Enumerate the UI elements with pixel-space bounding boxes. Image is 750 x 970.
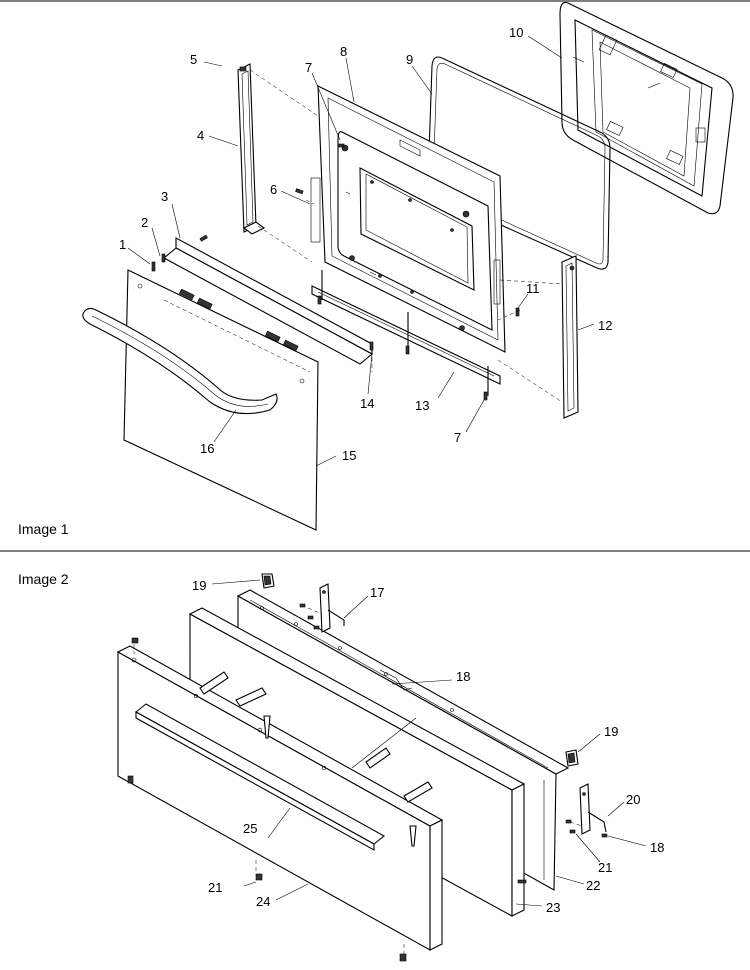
image2-callouts: 19 17 18 19 20 18 21 22 23 25 21 24 [192, 578, 664, 915]
callout-24: 24 [256, 894, 270, 909]
callout-21-left: 21 [208, 880, 222, 895]
image1-leader-lines [127, 35, 595, 467]
part-24-drawer-front [116, 645, 444, 951]
part-19-glide-right [565, 749, 579, 767]
callout-6: 6 [270, 182, 277, 197]
image1-caption: Image 1 [18, 521, 69, 537]
part-17-left-bracket [319, 583, 345, 633]
part-12-right-channel [561, 255, 579, 419]
callout-19-right: 19 [604, 724, 618, 739]
callout-17: 17 [370, 585, 384, 600]
image1-callouts: 5 4 7 8 9 10 6 3 2 1 11 12 14 13 7 15 16 [119, 25, 612, 463]
callout-14: 14 [360, 396, 374, 411]
image1-alignment-lines [249, 69, 563, 403]
image1-drawing: 5 4 7 8 9 10 6 3 2 1 11 12 14 13 7 15 16 [82, 1, 734, 531]
part-13-bottom-rail [311, 270, 501, 396]
callout-11: 11 [526, 281, 540, 296]
callout-25: 25 [243, 821, 257, 836]
image2-caption: Image 2 [18, 571, 69, 587]
callout-23: 23 [546, 900, 560, 915]
callout-4: 4 [197, 128, 204, 143]
callout-9: 9 [406, 52, 413, 67]
callout-18-right: 18 [650, 840, 664, 855]
callout-16: 16 [200, 441, 214, 456]
callout-13: 13 [415, 398, 429, 413]
callout-15: 15 [342, 448, 356, 463]
callout-19-top: 19 [192, 578, 206, 593]
callout-8: 8 [340, 44, 347, 59]
part-16-handle [82, 307, 278, 415]
callout-22: 22 [586, 878, 600, 893]
image1-screws [151, 66, 520, 401]
callout-20: 20 [626, 792, 640, 807]
image2-screws [127, 603, 608, 962]
part-20-right-bracket [579, 783, 607, 835]
image2-drawing: 19 17 18 19 20 18 21 22 23 25 21 24 [116, 573, 664, 962]
part-10-door-frame [559, 1, 734, 215]
callout-5: 5 [190, 52, 197, 67]
callout-7-top: 7 [305, 60, 312, 75]
part-3-vent-trim [163, 237, 373, 365]
callout-12: 12 [598, 318, 612, 333]
callout-1: 1 [119, 237, 126, 252]
callout-2: 2 [141, 215, 148, 230]
callout-21-right: 21 [598, 860, 612, 875]
part-9-gasket [427, 56, 611, 270]
part-19-glide-top [261, 573, 275, 589]
part-25-drawer-handle [135, 703, 385, 851]
callout-3: 3 [161, 189, 168, 204]
callout-18-main: 18 [456, 669, 470, 684]
part-4-left-channel [237, 63, 266, 235]
callout-10: 10 [509, 25, 523, 40]
image2-alignment-lines [133, 607, 583, 954]
image2-leader-lines [211, 579, 647, 907]
callout-7-bottom: 7 [454, 430, 461, 445]
